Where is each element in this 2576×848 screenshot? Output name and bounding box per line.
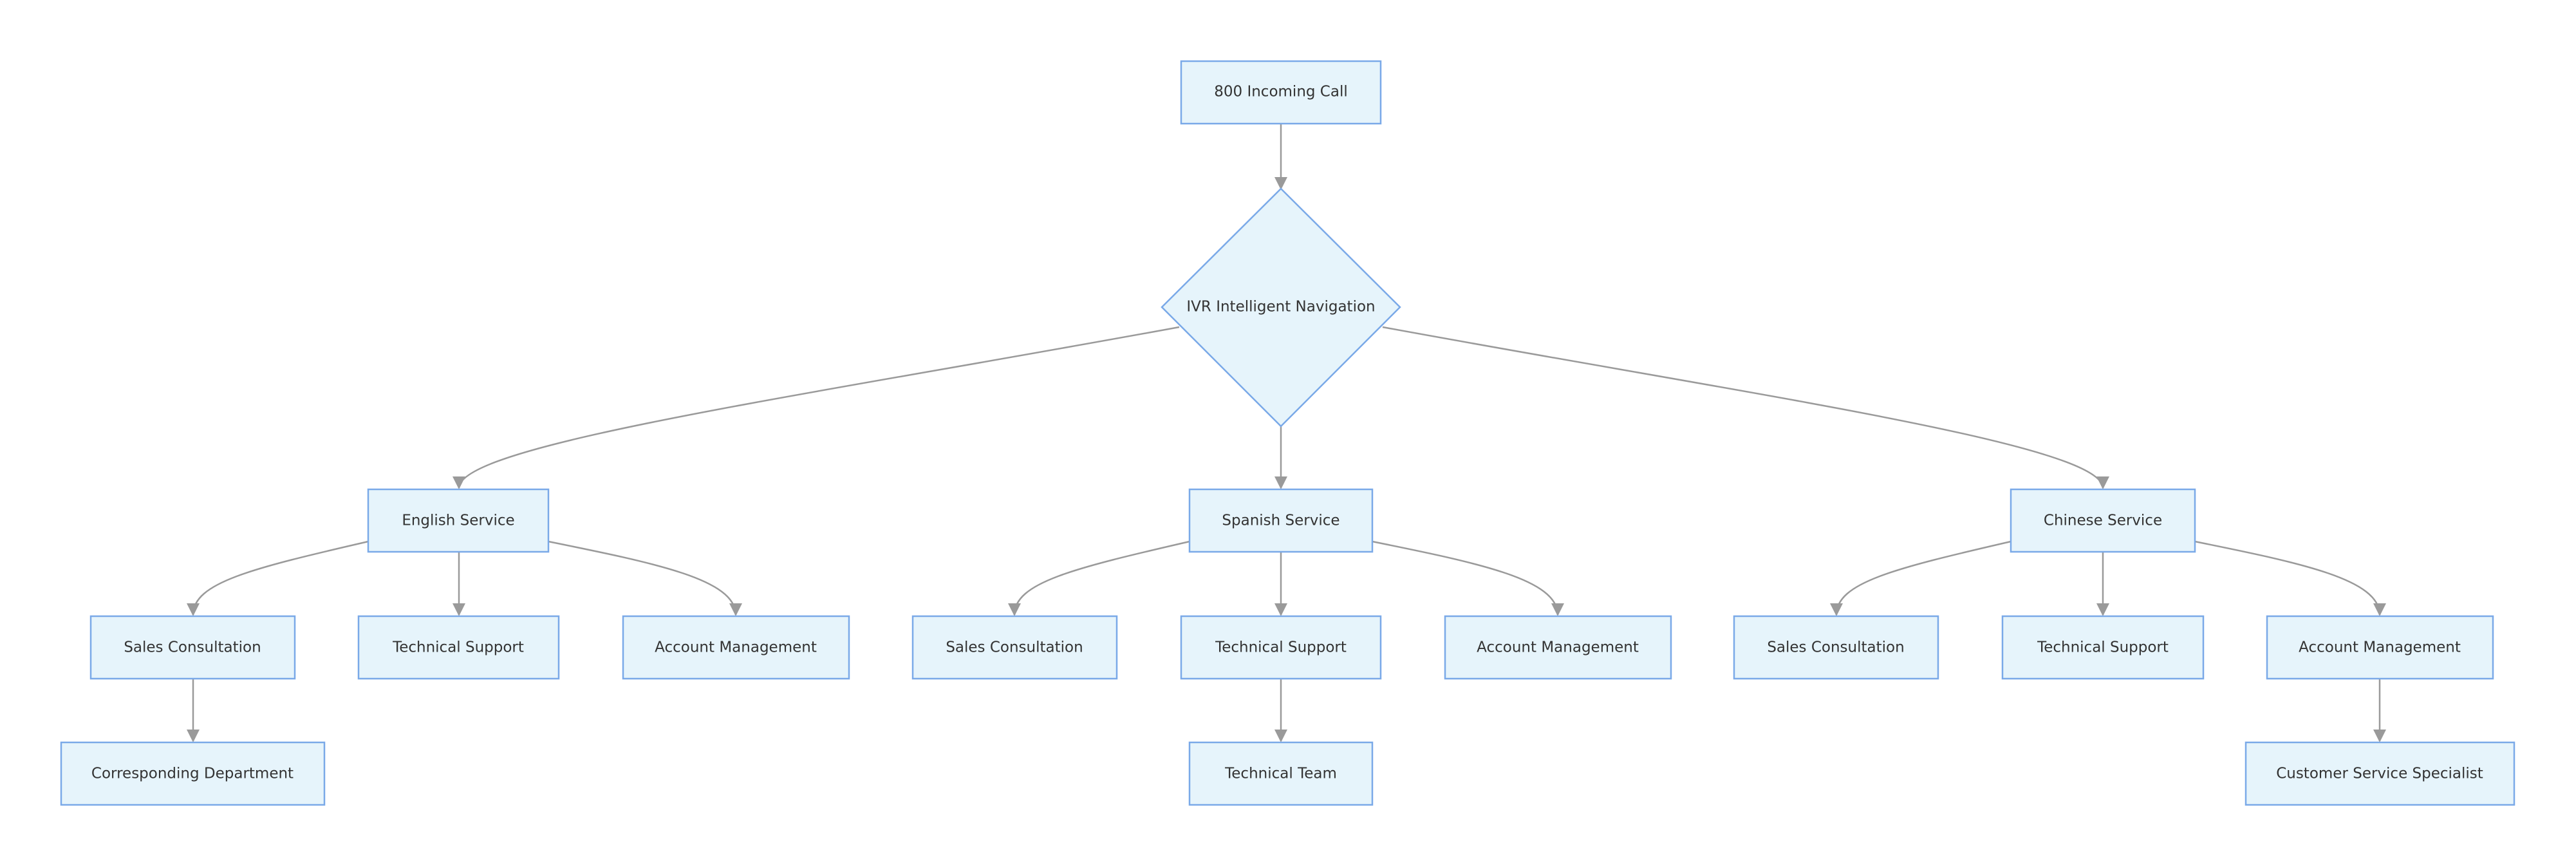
node-spanish-sales-consultation[interactable]: Sales Consultation	[911, 615, 1118, 680]
node-chinese-service[interactable]: Chinese Service	[2010, 488, 2196, 553]
edge-ivr-to-english	[453, 326, 1180, 489]
edge-chinese-to-account	[2194, 540, 2386, 616]
edge-english-to-sales	[187, 540, 369, 616]
node-customer-service-specialist[interactable]: Customer Service Specialist	[2245, 741, 2515, 806]
node-label: Technical Support	[392, 639, 524, 656]
node-label: IVR Intelligent Navigation	[1186, 299, 1375, 316]
node-label: Chinese Service	[2044, 513, 2162, 529]
node-label: 800 Incoming Call	[1214, 84, 1348, 100]
node-chinese-technical-support[interactable]: Technical Support	[2001, 615, 2205, 680]
edge-spanish-to-account	[1372, 540, 1564, 616]
node-spanish-account-management[interactable]: Account Management	[1444, 615, 1672, 680]
node-ivr-decision[interactable]: IVR Intelligent Navigation	[1161, 187, 1401, 428]
node-english-technical-support[interactable]: Technical Support	[357, 615, 560, 680]
node-label: Sales Consultation	[946, 639, 1083, 656]
edge-ivr-to-chinese	[1382, 326, 2109, 489]
node-label: Sales Consultation	[1767, 639, 1904, 656]
node-spanish-service[interactable]: Spanish Service	[1188, 488, 1374, 553]
node-label: Account Management	[2299, 639, 2461, 656]
node-label: Technical Team	[1224, 766, 1337, 782]
edge-english-to-account	[548, 540, 742, 616]
node-technical-team[interactable]: Technical Team	[1188, 741, 1374, 806]
node-label: Technical Support	[2037, 639, 2169, 656]
node-label: English Service	[402, 513, 514, 529]
node-label: Technical Support	[1215, 639, 1347, 656]
edge-spanish-to-sales	[1008, 540, 1190, 616]
node-label: Account Management	[1477, 639, 1639, 656]
node-label: Spanish Service	[1222, 513, 1339, 529]
edges	[187, 124, 2386, 742]
node-incoming-call[interactable]: 800 Incoming Call	[1180, 60, 1382, 125]
node-english-service[interactable]: English Service	[367, 488, 550, 553]
node-label: Sales Consultation	[124, 639, 261, 656]
nodes: 800 Incoming Call IVR Intelligent Naviga…	[60, 60, 2515, 806]
node-spanish-technical-support[interactable]: Technical Support	[1180, 615, 1382, 680]
node-chinese-sales-consultation[interactable]: Sales Consultation	[1733, 615, 1939, 680]
node-english-account-management[interactable]: Account Management	[622, 615, 850, 680]
node-english-sales-consultation[interactable]: Sales Consultation	[89, 615, 296, 680]
node-chinese-account-management[interactable]: Account Management	[2266, 615, 2494, 680]
edge-chinese-to-sales	[1830, 540, 2011, 616]
node-label: Account Management	[655, 639, 817, 656]
node-label: Corresponding Department	[91, 766, 294, 782]
node-corresponding-department[interactable]: Corresponding Department	[60, 741, 326, 806]
node-label: Customer Service Specialist	[2276, 766, 2483, 782]
